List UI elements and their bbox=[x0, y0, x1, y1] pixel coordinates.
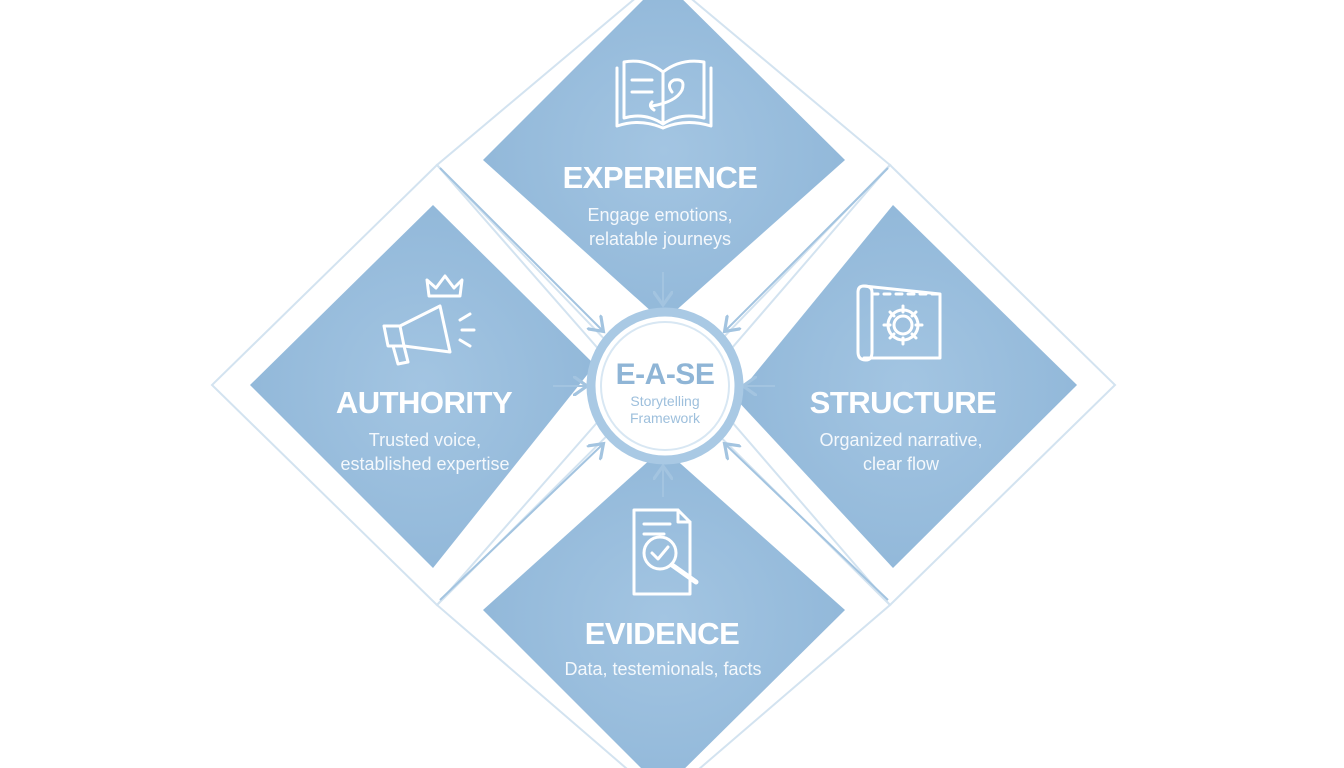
center-title: E-A-SE bbox=[615, 358, 715, 391]
arrow-top-left bbox=[439, 167, 602, 330]
tile-structure bbox=[735, 205, 1077, 568]
connector-arrows bbox=[439, 167, 889, 601]
megaphone-crown-icon bbox=[382, 274, 476, 366]
center-subtitle: Storytelling Framework bbox=[630, 393, 700, 427]
experience-desc-line2: relatable journeys bbox=[588, 229, 732, 249]
structure-desc-line1: Organized narrative, bbox=[819, 430, 983, 450]
evidence-desc-line1: Data, testemionals, facts bbox=[564, 659, 762, 679]
center-subtitle-line1: Storytelling bbox=[630, 393, 700, 409]
experience-title: EXPERIENCE bbox=[562, 160, 758, 195]
arrow-bottom-right bbox=[726, 445, 889, 601]
structure-title: STRUCTURE bbox=[809, 385, 997, 420]
center-subtitle-line2: Framework bbox=[629, 410, 701, 426]
arrow-bottom-left bbox=[439, 445, 602, 601]
open-book-icon bbox=[615, 59, 713, 130]
tile-evidence bbox=[483, 448, 845, 768]
authority-title: AUTHORITY bbox=[335, 385, 513, 420]
authority-desc-line2: established expertise bbox=[340, 454, 510, 474]
blueprint-gear-icon bbox=[856, 284, 942, 362]
document-magnifier-icon bbox=[632, 508, 699, 596]
center-hub bbox=[586, 307, 744, 465]
structure-desc-line2: clear flow bbox=[862, 454, 940, 474]
evidence-description: Data, testemionals, facts bbox=[564, 657, 761, 681]
tile-authority bbox=[250, 205, 595, 568]
arrow-top-right bbox=[726, 167, 889, 330]
authority-description: Trusted voice, established expertise bbox=[340, 428, 509, 476]
experience-description: Engage emotions, relatable journeys bbox=[587, 203, 732, 251]
structure-description: Organized narrative, clear flow bbox=[819, 428, 982, 476]
authority-desc-line1: Trusted voice, bbox=[368, 430, 482, 450]
experience-desc-line1: Engage emotions, bbox=[587, 205, 733, 225]
tile-experience bbox=[483, 0, 845, 322]
evidence-title: EVIDENCE bbox=[584, 616, 740, 651]
